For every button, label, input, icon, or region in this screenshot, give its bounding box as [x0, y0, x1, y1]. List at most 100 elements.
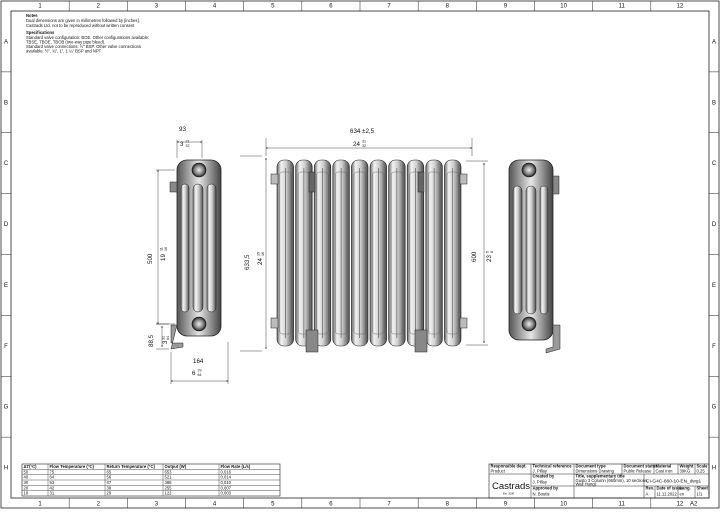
front-bracket-1 [308, 171, 316, 193]
notes-line-1: Dual dimensions are given in millimetres… [26, 18, 140, 23]
output-table-cell: 0,003 [221, 491, 232, 496]
spec-line-2: TBSE, TBOE, TBOB (two-way pipe bleed). [26, 40, 105, 45]
tb-title-label: Title, supplementary title [576, 474, 626, 479]
output-table-header: Return Temperature (°C) [107, 464, 156, 469]
grid-row-label: A [4, 39, 8, 45]
output-table-header: Flow Rate (L/s) [221, 464, 251, 469]
dim-centres-num: 5 [486, 251, 490, 253]
grid-col-label: 4 [213, 502, 217, 508]
sheet-size-label: A2 [690, 502, 698, 508]
dim-front-width-mm: 634 ±2,5 [350, 128, 375, 135]
grid-col-label: 5 [271, 4, 275, 10]
tb-lang-label: Lang. [680, 486, 691, 491]
dim-front-height-in: 24 [257, 258, 264, 265]
tb-sheet-label: Sheet [697, 486, 709, 491]
right-bracket-top [552, 175, 560, 195]
specifications-heading: Specifications [26, 30, 55, 35]
grid-col-label: 6 [329, 4, 333, 10]
dim-side-height-in: 19 [160, 254, 167, 261]
dim-side-height-num: 11 [160, 247, 164, 251]
tb-title-line1: Gusto 3 Column (660mm), 10 sections, [576, 478, 649, 483]
tb-createdby-label: Created by [533, 474, 555, 479]
output-table-cell: 0,010 [221, 480, 232, 485]
grid-row-label: B [712, 100, 716, 106]
top-valve-boss [191, 162, 207, 178]
front-view: 634 ±2,5 24 31 32 633,5 24 15 16 600 23 … [240, 128, 494, 353]
logo-tagline: Est. 2008 [503, 492, 515, 496]
tb-scale-label: Scale [697, 464, 709, 469]
right-bracket-bottom [545, 324, 561, 354]
tb-docstatus-label: Document status [624, 464, 659, 469]
dim-centres-in: 23 [486, 255, 493, 262]
tb-createdby: J. Pillay [533, 480, 548, 485]
grid-col-label: 9 [504, 502, 508, 508]
grid-row-label: B [4, 100, 8, 106]
radiator-section [388, 159, 406, 347]
tb-drawing-number: CI-G4C-660-10-EN_dwg1 [646, 479, 702, 485]
dim-centres-mm: 600 [471, 251, 478, 262]
tb-date: 11.11.2022 [657, 492, 678, 497]
castrads-logo: Castrads [492, 481, 530, 492]
radiator-section [351, 159, 369, 347]
tb-rev-label: Rev. [646, 486, 655, 491]
tb-date-label: Date of issue [657, 486, 684, 491]
grid-col-label: 7 [387, 4, 391, 10]
grid-col-label: 10 [560, 4, 567, 10]
dim-side-height-den: 16 [164, 247, 168, 251]
grid-col-label: 3 [155, 502, 159, 508]
dim-side-height-mm: 500 [147, 253, 154, 264]
grid-col-label: 12 [677, 502, 684, 508]
spec-line-4: available: ½", ¾", 1", 1 ¼" BSP and NPT [26, 49, 102, 54]
dim-front-height-num: 15 [257, 252, 261, 256]
tb-material-label: Material [656, 464, 672, 469]
output-table-cell: 29 [107, 491, 112, 496]
dim-side-width-mm: 164 [193, 358, 204, 365]
dim-front-height-den: 16 [261, 252, 265, 256]
radiator-section [444, 159, 462, 347]
output-table-cell: 653 [165, 469, 173, 474]
output-table-cell: 53 [50, 480, 55, 485]
tb-approvedby-label: Approved by [533, 486, 559, 491]
grid-col-label: 2 [97, 4, 101, 10]
right-top-boss [521, 162, 537, 178]
dim-side-width-num: 29 [198, 369, 202, 373]
front-bracket-2 [417, 171, 425, 193]
tb-rev: A [646, 492, 649, 497]
tb-weight: 39KG [680, 469, 691, 474]
output-table-cell: 64 [50, 475, 55, 480]
output-table-cell: 65 [107, 469, 112, 474]
dim-bottom-mm: 88,5 [148, 334, 155, 347]
dim-front-width-num: 31 [362, 140, 366, 144]
notes-line-2: Castrads Ltd. not to be reproduced witho… [26, 23, 135, 28]
front-plug-top-left [270, 173, 279, 185]
output-table-cell: 30 [24, 480, 29, 485]
grid-col-label: 1 [38, 502, 42, 508]
grid-row-label: H [712, 466, 716, 472]
tb-techref-label: Technical reference [533, 464, 573, 469]
output-table-header: Flow Temperature (°C) [50, 464, 95, 469]
output-table-cell: 42 [50, 485, 55, 490]
grid-row-label: A [712, 39, 716, 45]
front-foot-bracket-1 [305, 329, 319, 353]
output-table-cell: 521 [165, 475, 173, 480]
output-table-header: ΔT(°C) [24, 464, 38, 469]
dim-side-depth-in: 3 [180, 141, 184, 148]
dim-side-depth-mm: 93 [179, 126, 186, 133]
tb-scale: 0,25 [697, 469, 706, 474]
grid-col-label: 2 [97, 502, 101, 508]
grid-row-label: C [712, 161, 717, 167]
output-table-cell: 122 [165, 491, 173, 496]
dim-centres-den: 8 [490, 251, 494, 253]
grid-row-label: H [4, 466, 8, 472]
bottom-valve-boss [191, 316, 207, 332]
tb-approvedby: N. Boutis [533, 492, 550, 497]
tb-responsible: Product [491, 469, 506, 474]
notes-block: Notes Dual dimensions are given in milli… [26, 13, 149, 54]
tb-material: Cast Iron [656, 469, 674, 474]
tb-doctype-label: Document type [576, 464, 607, 469]
grid-col-label: 8 [446, 4, 450, 10]
tb-sheet: 1/1 [697, 492, 703, 497]
title-block: Responsible dept. Product Castrads Est. … [488, 464, 710, 499]
